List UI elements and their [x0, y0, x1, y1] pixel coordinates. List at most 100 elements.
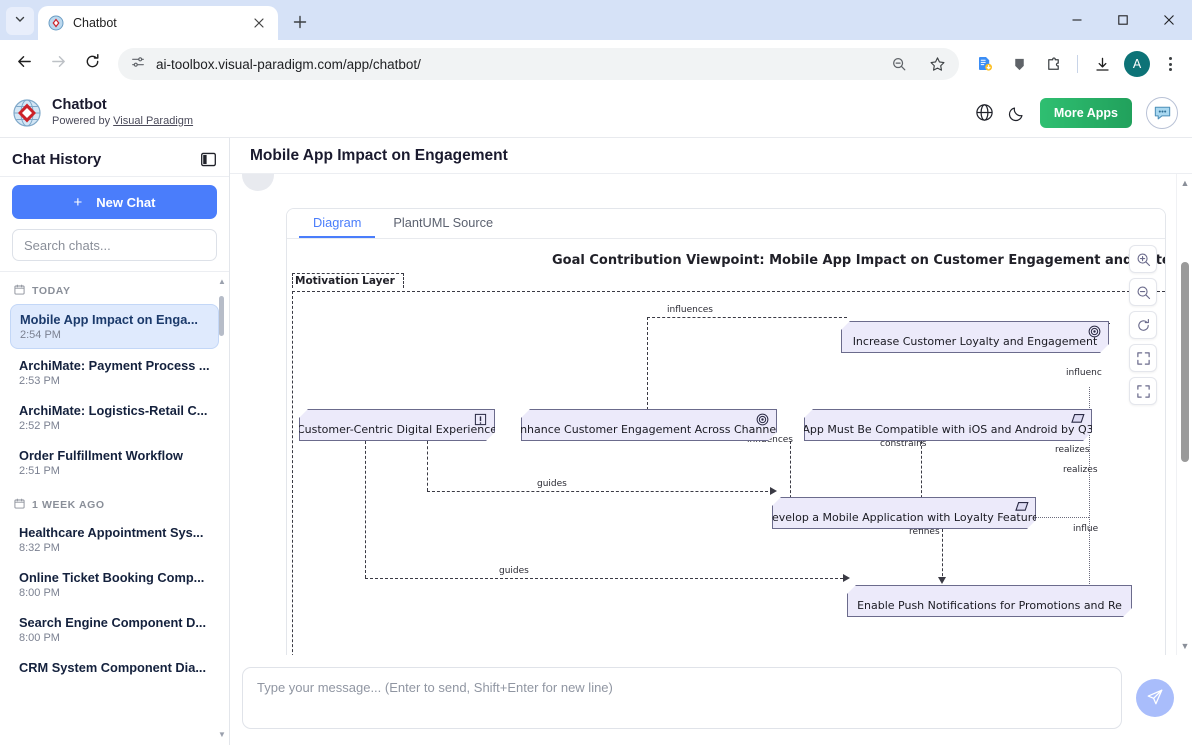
send-button[interactable]	[1136, 679, 1174, 717]
chat-list-item[interactable]: Mobile App Impact on Enga... 2:54 PM	[10, 304, 219, 349]
node-develop-mobile-application[interactable]: Develop a Mobile Application with Loyalt…	[772, 497, 1036, 529]
tab-close-icon[interactable]	[250, 14, 268, 32]
diagram-title: Goal Contribution Viewpoint: Mobile App …	[552, 253, 1165, 268]
node-increase-customer-loyalty[interactable]: Increase Customer Loyalty and Engagement	[841, 321, 1109, 353]
edge-label-influences-1: influences	[667, 305, 713, 315]
chat-group-label-1-week-ago: 1 WEEK AGO	[10, 494, 219, 518]
profile-avatar[interactable]: A	[1124, 51, 1150, 77]
more-apps-button[interactable]: More Apps	[1039, 97, 1132, 128]
sidebar-scrollbar[interactable]: ▲ ▼	[217, 278, 227, 739]
conv-scrollbar-thumb[interactable]	[1181, 262, 1189, 462]
zoom-out-icon[interactable]	[883, 48, 915, 80]
chat-list-item[interactable]: Healthcare Appointment Sys... 8:32 PM	[10, 518, 219, 561]
chat-item-title: Online Ticket Booking Comp...	[19, 570, 205, 585]
arrowhead-n6-b	[938, 577, 946, 584]
diagram-canvas[interactable]: Goal Contribution Viewpoint: Mobile App …	[287, 239, 1165, 655]
node-label: App Must Be Compatible with iOS and Andr…	[802, 423, 1094, 436]
conv-scroll-down-arrow-icon[interactable]: ▼	[1180, 641, 1190, 651]
document-download-icon[interactable]	[969, 48, 1001, 80]
new-chat-label: New Chat	[96, 194, 156, 210]
requirement-icon	[1071, 413, 1084, 426]
chat-bubble-bot-icon[interactable]	[1146, 96, 1178, 129]
chat-list-item[interactable]: CRM System Component Dia...	[10, 653, 219, 682]
chat-list-item[interactable]: Order Fulfillment Workflow 2:51 PM	[10, 441, 219, 484]
back-button[interactable]	[8, 48, 40, 80]
web-page: Chatbot Powered by Visual Paradigm More …	[0, 88, 1192, 745]
send-paper-plane-icon	[1146, 688, 1164, 709]
conv-scroll-up-arrow-icon[interactable]: ▲	[1180, 178, 1190, 188]
goal-icon	[1088, 325, 1101, 338]
edge-label-influences-4: influenc	[1066, 368, 1102, 378]
visual-paradigm-link[interactable]: Visual Paradigm	[113, 115, 194, 128]
moon-icon[interactable]	[1008, 104, 1026, 122]
node-enable-push-notifications[interactable]: Enable Push Notifications for Promotions…	[847, 585, 1132, 617]
chat-list-item[interactable]: Search Engine Component D... 8:00 PM	[10, 608, 219, 651]
edge-guides-n5	[427, 491, 773, 492]
node-label: Increase Customer Loyalty and Engagement	[852, 335, 1098, 348]
chevron-down-icon	[14, 12, 26, 30]
chat-list-item[interactable]: ArchiMate: Payment Process ... 2:53 PM	[10, 351, 219, 394]
new-tab-button[interactable]	[286, 8, 314, 36]
conversation-scrollbar[interactable]: ▲ ▼	[1176, 174, 1192, 655]
node-app-must-be-compatible[interactable]: App Must Be Compatible with iOS and Andr…	[804, 409, 1092, 441]
chat-item-time: 2:54 PM	[20, 329, 61, 341]
diagram-tabs: Diagram PlantUML Source	[287, 209, 1165, 239]
edge-constrains-n3-n5	[921, 441, 922, 503]
download-icon[interactable]	[1086, 48, 1118, 80]
window-maximize-button[interactable]	[1100, 0, 1146, 40]
chat-list-item[interactable]: Online Ticket Booking Comp... 8:00 PM	[10, 563, 219, 606]
tab-strip: Chatbot	[0, 0, 1192, 40]
reset-view-icon[interactable]	[1129, 311, 1157, 339]
star-icon[interactable]	[921, 48, 953, 80]
fullscreen-icon[interactable]	[1129, 344, 1157, 372]
fit-to-screen-icon[interactable]	[1129, 377, 1157, 405]
panel-collapse-icon[interactable]	[200, 151, 217, 168]
diagram-canvas-wrapper[interactable]: Goal Contribution Viewpoint: Mobile App …	[287, 239, 1165, 655]
scroll-up-arrow-icon[interactable]: ▲	[218, 277, 226, 286]
edge-label-refines: refines	[909, 527, 940, 537]
window-close-button[interactable]	[1146, 0, 1192, 40]
chat-list-item[interactable]: ArchiMate: Logistics-Retail C... 2:52 PM	[10, 396, 219, 439]
zoom-out-icon[interactable]	[1129, 278, 1157, 306]
globe-icon[interactable]	[975, 103, 994, 122]
page-title: Mobile App Impact on Engagement	[250, 146, 508, 164]
scroll-down-arrow-icon[interactable]: ▼	[218, 730, 226, 739]
conversation-area: Diagram PlantUML Source Goal Contributio…	[230, 174, 1192, 655]
message-avatar	[242, 174, 274, 191]
chat-item-title: Order Fulfillment Workflow	[19, 448, 183, 463]
tab-diagram[interactable]: Diagram	[299, 211, 376, 238]
tab-list-button[interactable]	[6, 7, 34, 35]
goal-icon	[756, 413, 769, 426]
address-bar[interactable]: ai-toolbox.visual-paradigm.com/app/chatb…	[118, 48, 959, 80]
node-enhance-customer-engagement[interactable]: Enhance Customer Engagement Across Chann…	[521, 409, 777, 441]
forward-button[interactable]	[42, 48, 74, 80]
site-settings-icon[interactable]	[130, 54, 146, 75]
edge-realizes-connector	[1035, 517, 1089, 518]
node-label: Enhance Customer Engagement Across Chann…	[513, 423, 785, 436]
kebab-menu-icon[interactable]	[1156, 48, 1184, 80]
principle-icon	[474, 413, 487, 426]
message-input[interactable]	[242, 667, 1122, 729]
tab-title: Chatbot	[73, 16, 117, 30]
scrollbar-thumb[interactable]	[219, 296, 224, 336]
node-customer-centric-digital-experience[interactable]: Customer-Centric Digital Experience	[299, 409, 495, 441]
edge-guides-n5-leg	[427, 441, 428, 491]
bookmark-flag-icon[interactable]	[1003, 48, 1035, 80]
search-chats-input[interactable]	[12, 229, 217, 261]
tab-plantuml-source[interactable]: PlantUML Source	[393, 215, 494, 230]
extensions-puzzle-icon[interactable]	[1037, 48, 1069, 80]
reload-button[interactable]	[76, 48, 108, 80]
chat-item-time: 8:00 PM	[19, 587, 60, 599]
browser-tab[interactable]: Chatbot	[38, 6, 278, 40]
edge-label-influences-2: influences	[747, 435, 793, 445]
main-panel: Mobile App Impact on Engagement Diagram …	[230, 138, 1192, 745]
edge-label-constrains: constrains	[880, 439, 927, 449]
new-chat-button[interactable]: + New Chat	[12, 185, 217, 219]
zoom-in-icon[interactable]	[1129, 245, 1157, 273]
visual-paradigm-globe-logo	[12, 98, 42, 128]
app-brand: Chatbot Powered by Visual Paradigm	[52, 97, 193, 129]
node-label: Develop a Mobile Application with Loyalt…	[763, 511, 1045, 524]
visual-paradigm-favicon	[48, 15, 64, 31]
window-minimize-button[interactable]	[1054, 0, 1100, 40]
